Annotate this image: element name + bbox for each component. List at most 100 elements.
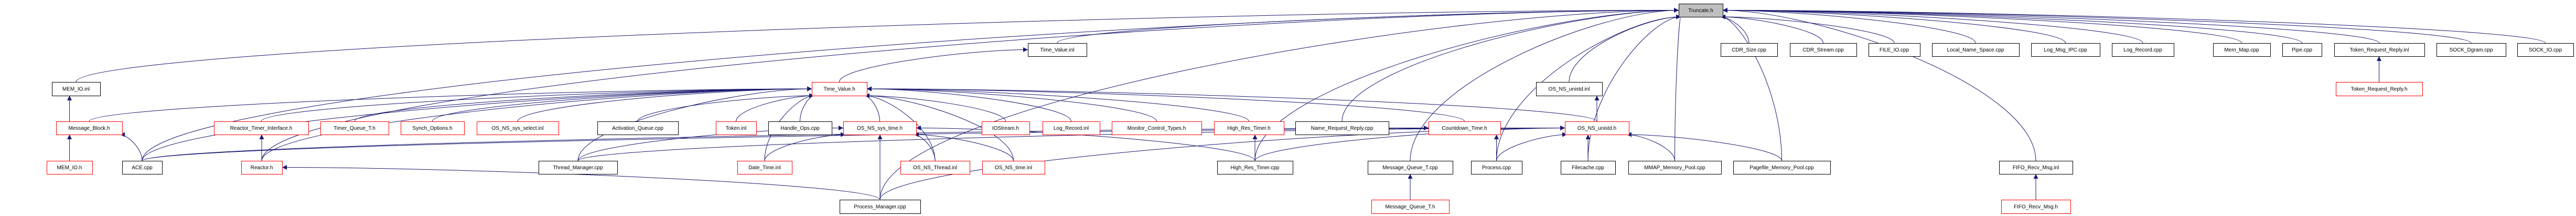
graph-node-truncate-h[interactable]: Truncate.h (1679, 4, 1723, 17)
node-box (1043, 121, 1100, 135)
node-box (47, 161, 93, 174)
node-label: Timer_Queue_T.h (334, 126, 375, 131)
graph-node-synch-options-h[interactable]: Synch_Options.h (401, 121, 465, 135)
node-box (900, 161, 970, 174)
node-box (1565, 121, 1629, 135)
graph-node-cdr-stream-cpp[interactable]: CDR_Stream.cpp (1790, 43, 1857, 57)
graph-node-name-request-reply-cpp[interactable]: Name_Request_Reply.cpp (1295, 121, 1389, 135)
node-box (1214, 121, 1284, 135)
dependency-edge (839, 47, 1028, 83)
dependency-edge (89, 86, 812, 122)
node-label: Handle_Ops.cpp (780, 126, 820, 131)
node-label: FILE_IO.cpp (1880, 47, 1909, 53)
graph-node-os-ns-unistd-inl[interactable]: OS_NS_unistd.inl (1536, 82, 1603, 96)
graph-node-pipe-cpp[interactable]: Pipe.cpp (2282, 43, 2322, 57)
dependency-edge (76, 8, 1679, 83)
graph-node-process-cpp[interactable]: Process.cpp (1471, 161, 1522, 174)
node-box (214, 121, 309, 135)
graph-node-process-manager-cpp[interactable]: Process_Manager.cpp (840, 200, 921, 214)
graph-node-sock-dgram-cpp[interactable]: SOCK_Dgram.cpp (2437, 43, 2506, 57)
graph-node-os-ns-thread-inl[interactable]: OS_NS_Thread.inl (900, 161, 970, 174)
dependency-edge (1722, 8, 1976, 44)
graph-node-os-ns-time-inl[interactable]: OS_NS_time.inl (982, 161, 1045, 174)
node-label: Log_Msg_IPC.cpp (2044, 47, 2087, 53)
graph-node-monitor-control-types-h[interactable]: Monitor_Control_Types.h (1112, 121, 1202, 135)
graph-node-reactor-h[interactable]: Reactor.h (241, 161, 283, 174)
graph-node-timer-queue-t-h[interactable]: Timer_Queue_T.h (320, 121, 389, 135)
graph-node-sock-io-cpp[interactable]: SOCK_IO.cpp (2517, 43, 2574, 57)
graph-node-file-io-cpp[interactable]: FILE_IO.cpp (1869, 43, 1920, 57)
graph-node-message-queue-t-h[interactable]: Message_Queue_T.h (1371, 200, 1450, 214)
dependency-edge (1720, 14, 1749, 44)
graph-node-mmap-memory-pool-cpp[interactable]: MMAP_Memory_Pool.cpp (1628, 161, 1722, 174)
node-label: FIFO_Recv_Msg.inl (2013, 165, 2059, 171)
graph-node-pagefile-memory-pool-cpp[interactable]: Pagefile_Memory_Pool.cpp (1733, 161, 1831, 174)
graph-node-log-record-inl[interactable]: Log_Record.inl (1043, 121, 1100, 135)
graph-node-mem-io-inl[interactable]: MEM_IO.inl (52, 82, 101, 96)
node-label: IOStream.h (992, 126, 1019, 131)
node-box (982, 121, 1030, 135)
graph-node-message-queue-t-cpp[interactable]: Message_Queue_T.cpp (1368, 161, 1453, 174)
dependency-edge (637, 93, 814, 122)
graph-node-message-block-h[interactable]: Message_Block.h (56, 121, 123, 135)
graph-node-iostream-h[interactable]: IOStream.h (982, 121, 1030, 135)
node-box (1999, 161, 2073, 174)
node-label: High_Res_Timer.h (1227, 126, 1270, 131)
graph-node-time-value-h[interactable]: Time_Value.h (812, 82, 867, 96)
node-label: Message_Block.h (69, 126, 110, 131)
graph-node-high-res-timer-h[interactable]: High_Res_Timer.h (1214, 121, 1284, 135)
graph-node-filecache-cpp[interactable]: Filecache.cpp (1561, 161, 1616, 174)
graph-node-date-time-inl[interactable]: Date_Time.inl (737, 161, 792, 174)
node-box (56, 121, 123, 135)
node-label: Date_Time.inl (748, 165, 780, 171)
node-box (401, 121, 465, 135)
dependency-edge (1722, 8, 2066, 44)
node-box (1217, 161, 1293, 174)
graph-node-handle-ops-cpp[interactable]: Handle_Ops.cpp (768, 121, 832, 135)
dependency-edge (1254, 126, 1565, 161)
graph-node-os-ns-sys-time-h[interactable]: OS_NS_sys_time.h (843, 121, 917, 135)
graph-node-time-value-inl[interactable]: Time_Value.inl (1028, 43, 1087, 57)
graph-node-fifo-recv-msg-h[interactable]: FIFO_Recv_Msg.h (2001, 200, 2071, 214)
node-label: Log_Record.cpp (2123, 47, 2162, 53)
node-label: Time_Value.h (823, 87, 855, 92)
graph-node-high-res-timer-cpp[interactable]: High_Res_Timer.cpp (1217, 161, 1293, 174)
node-box (2213, 43, 2271, 57)
graph-node-token-request-reply-inl[interactable]: Token_Request_Reply.inl (2334, 43, 2425, 57)
dependency-edge (864, 93, 880, 122)
node-label: Local_Name_Space.cpp (1947, 47, 2004, 53)
graph-node-mem-map-cpp[interactable]: Mem_Map.cpp (2213, 43, 2271, 57)
graph-node-os-ns-unistd-h[interactable]: OS_NS_unistd.h (1565, 121, 1629, 135)
node-box (1790, 43, 1857, 57)
node-label: Log_Record.inl (1054, 126, 1089, 131)
graph-node-activation-queue-cpp[interactable]: Activation_Queue.cpp (597, 121, 679, 135)
graph-node-token-request-reply-h[interactable]: Token_Request_Reply.h (2336, 82, 2423, 96)
node-box (737, 161, 792, 174)
node-label: OS_NS_time.inl (995, 165, 1032, 171)
node-box (1932, 43, 2020, 57)
dependency-edge (1720, 14, 1782, 161)
graph-node-token-inl[interactable]: Token.inl (716, 121, 757, 135)
graph-node-reactor-timer-interface-h[interactable]: Reactor_Timer_Interface.h (214, 121, 309, 135)
node-box (1371, 200, 1450, 214)
node-box (2437, 43, 2506, 57)
dependency-edge (879, 8, 1679, 200)
node-label: Process_Manager.cpp (854, 204, 906, 210)
dependency-edge (1254, 8, 1679, 161)
graph-node-ace-cpp[interactable]: ACE.cpp (122, 161, 163, 174)
graph-node-local-name-space-cpp[interactable]: Local_Name_Space.cpp (1932, 43, 2020, 57)
graph-node-fifo-recv-msg-inl[interactable]: FIFO_Recv_Msg.inl (1999, 161, 2073, 174)
dependency-edge (142, 86, 812, 161)
graph-node-log-record-cpp[interactable]: Log_Record.cpp (2112, 43, 2174, 57)
graph-node-cdr-size-cpp[interactable]: CDR_Size.cpp (1721, 43, 1778, 57)
graph-node-mem-io-h[interactable]: MEM_IO.h (47, 161, 93, 174)
graph-node-thread-manager-cpp[interactable]: Thread_Manager.cpp (539, 161, 618, 174)
graph-node-log-msg-ipc-cpp[interactable]: Log_Msg_IPC.cpp (2031, 43, 2100, 57)
dependency-edge (866, 86, 1157, 122)
dependency-edge (261, 86, 812, 122)
graph-node-countdown-time-h[interactable]: Countdown_Time.h (1429, 121, 1501, 135)
graph-node-os-ns-sys-select-inl[interactable]: OS_NS_sys_select.inl (477, 121, 559, 135)
node-box (2336, 82, 2423, 96)
node-box (1028, 43, 1087, 57)
